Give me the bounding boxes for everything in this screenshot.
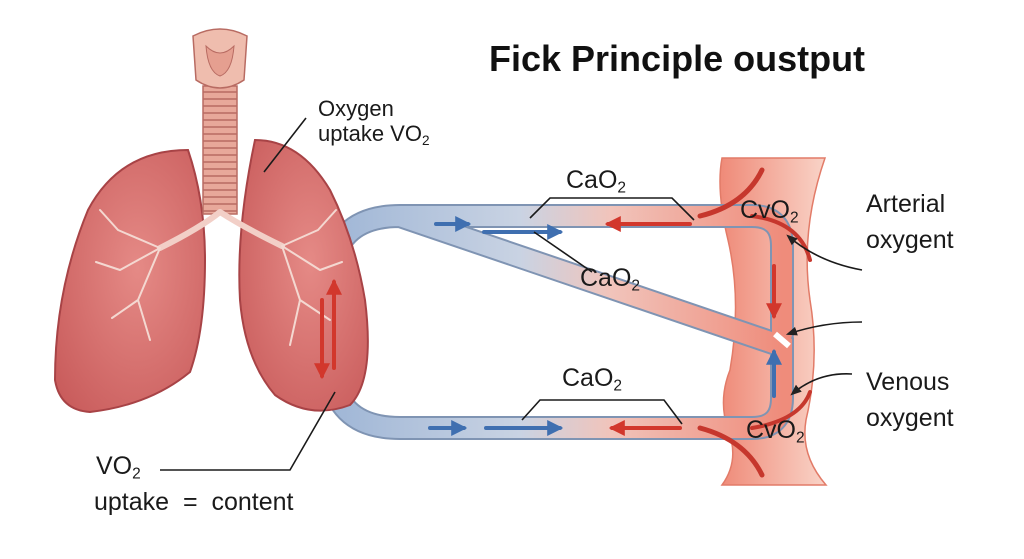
bottom-cao2-text: CaO [562,364,614,392]
oxygen-uptake-line1: Oxygen [318,96,394,121]
arterial-leader [786,234,863,271]
leader-lines [160,117,863,471]
tissue-branches [697,167,812,478]
mid-cao2-subscript: 2 [631,277,641,295]
top-cao2-subscript: 2 [617,179,627,197]
bottom-cao2-subscript: 2 [613,377,623,395]
flow-arrows [314,216,782,436]
oxygen-uptake-text: uptake VO [318,121,422,147]
top-cvo2-subscript: 2 [790,209,799,227]
oxygen-uptake-line2: uptake VO2 [318,121,430,148]
circulation-loop [318,203,794,440]
bottom-cvo2-subscript: 2 [796,429,805,447]
oxygen-uptake-subscript: 2 [421,133,430,149]
vo2-subscript: 2 [132,465,141,483]
oxygen-uptake-leader [263,117,307,173]
top-cvo2-text: CvO [740,196,790,224]
oxygen-uptake-label: Oxygen uptake VO2 [318,96,430,149]
arterial-oxygen-label: Arterial oxygent [866,186,954,258]
vo2-leader [160,391,336,471]
venous-line2: oxygent [866,404,954,432]
bronchial-tree [95,209,343,346]
mid-cao2-text: CaO [580,264,632,292]
bottom-cvo2-text: CvO [746,416,796,444]
bottom-cvo2-label: CvO2 [746,416,805,447]
arterial-line2: oxygent [866,226,954,254]
trachea [202,85,238,215]
venous-leader [790,373,853,396]
arterial-line1: Arterial [866,190,946,218]
bottom-cao2-label: CaO2 [562,364,622,395]
venous-oxygen-label: Venous oxygent [866,364,954,436]
venous-line1: Venous [866,368,950,396]
mid-cao2-label: CaO2 [580,264,640,295]
left-lung [53,148,207,414]
vo2-label: VO2 [96,452,141,483]
equation-label: uptake = content [94,488,294,516]
trachea-rings [203,91,237,212]
mid-cao2-leader [533,231,593,273]
right-lung [238,138,369,412]
vo2-text: VO [96,452,133,480]
top-cao2-bracket [529,197,695,221]
top-cao2-label: CaO2 [566,166,626,197]
diagram-title: Fick Principle oustput [489,38,866,79]
mid-leader [785,321,863,336]
top-cvo2-label: CvO2 [740,196,799,227]
bronchi [157,209,285,251]
top-cao2-text: CaO [566,166,618,194]
bottom-cao2-bracket [521,399,683,425]
